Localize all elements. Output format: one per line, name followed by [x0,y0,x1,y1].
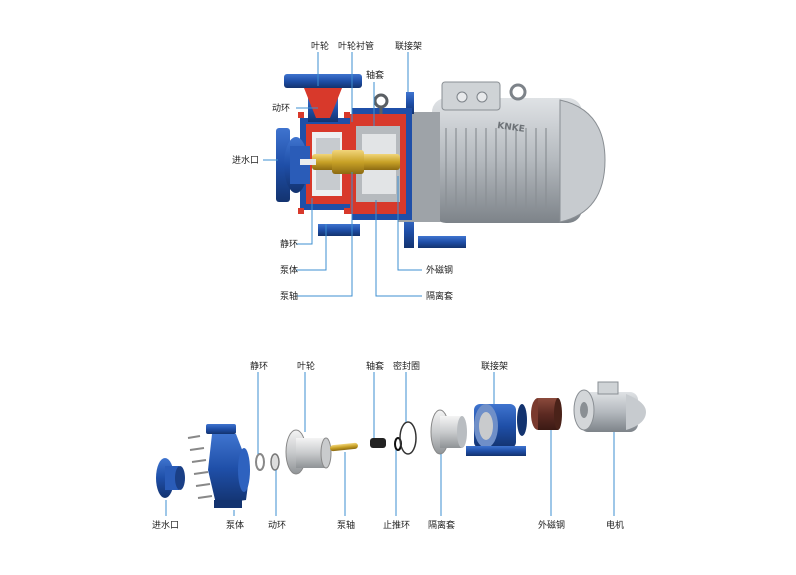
pump-foot [318,224,360,236]
label-impeller: 叶轮 [311,40,329,52]
exploded-label-impeller: 叶轮 [297,360,315,372]
exploded-moving-ring [270,453,280,471]
exploded-motor [573,381,646,432]
lifting-eye [509,83,527,101]
exploded-impeller [285,429,332,475]
label-bushing: 轴套 [366,69,384,81]
exploded-label-pump-body: 泵体 [226,519,244,531]
motor-foot [418,236,466,248]
top-leader-lines [263,52,422,297]
bottom-labels: 静环 叶轮 轴套 密封圈 联接架 进水口 泵体 动环 泵轴 止推环 隔离套 外磁… [152,360,624,531]
terminal-box [441,81,501,111]
discharge-flange [284,74,362,88]
exploded-pump-body [206,424,250,508]
exploded-label-bushing: 轴套 [366,360,384,372]
exploded-seal-ring [399,421,417,455]
label-pump-body: 泵体 [280,264,298,276]
exploded-inlet-flange [156,458,185,498]
label-static-ring: 静环 [280,238,298,250]
label-impeller-liner: 叶轮衬管 [338,40,374,52]
label-connecting-frame: 联接架 [395,40,422,52]
exploded-label-inlet: 进水口 [152,519,179,531]
exploded-connecting-frame [466,404,527,456]
exploded-label-connecting-frame: 联接架 [481,360,508,372]
top-labels: 叶轮 叶轮衬管 联接架 轴套 动环 进水口 静环 泵体 泵轴 外磁钢 隔离套 [232,40,453,302]
label-isolation-sleeve: 隔离套 [426,290,453,302]
bottom-leader-lines [165,372,615,516]
exploded-label-pump-shaft: 泵轴 [337,519,355,531]
exploded-outer-magnet [531,398,562,430]
exploded-label-moving-ring: 动环 [268,520,286,531]
exploded-bolts [187,435,213,499]
exploded-pump-shaft [330,442,358,452]
casing-bolts [298,112,350,214]
label-outer-magnet: 外磁钢 [426,264,453,276]
top-cutaway-assembly: KNKE [276,74,606,248]
motor-body: KNKE [432,81,606,223]
exploded-label-motor: 电机 [606,519,624,531]
exploded-label-static-ring: 静环 [250,360,268,372]
exploded-view [156,381,646,508]
exploded-bushing [370,438,386,448]
exploded-isolation-sleeve [430,409,467,455]
exploded-label-isolation-sleeve: 隔离套 [428,519,455,531]
label-pump-shaft: 泵轴 [280,290,298,302]
exploded-label-stop-ring: 止推环 [383,519,410,531]
label-moving-ring: 动环 [272,103,290,114]
label-inlet: 进水口 [232,154,259,166]
exploded-label-outer-magnet: 外磁钢 [538,519,565,531]
exploded-label-seal-ring: 密封圈 [393,360,420,372]
frame-leg [404,214,414,248]
motor-brand-text: KNKE [497,121,526,135]
exploded-static-ring [255,453,265,471]
